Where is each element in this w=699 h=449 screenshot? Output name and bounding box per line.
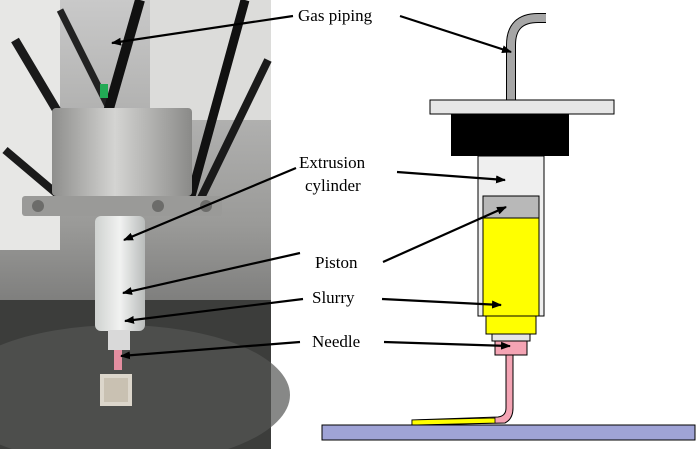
- needle-tube: [411, 354, 514, 426]
- arrow-extrusion-photo: [123, 166, 297, 242]
- label-needle: Needle: [312, 332, 360, 351]
- needle-hub: [494, 340, 528, 356]
- label-extrusion-line1: Extrusion: [299, 153, 366, 172]
- arrow-gas-photo: [111, 14, 294, 46]
- arrows: [111, 14, 512, 360]
- syringe-schematic: [321, 13, 696, 441]
- arrow-piston-photo: [122, 251, 301, 295]
- lower-barrel: [485, 315, 537, 335]
- label-slurry: Slurry: [312, 288, 355, 307]
- arrow-slurry-photo: [124, 297, 304, 324]
- arrow-gas-schematic: [399, 14, 512, 54]
- arrow-extrusion-schematic: [396, 170, 506, 184]
- base-plate: [321, 424, 696, 441]
- top-flange: [429, 99, 615, 115]
- arrow-needle-photo: [120, 340, 301, 360]
- arrow-slurry-schematic: [381, 297, 502, 309]
- barrel-tip: [491, 333, 531, 342]
- label-gas-piping: Gas piping: [298, 6, 373, 25]
- label-piston: Piston: [315, 253, 358, 272]
- arrow-needle-schematic: [383, 340, 511, 350]
- arrow-piston-schematic: [382, 205, 507, 264]
- slurry-fill: [482, 217, 540, 317]
- printed-line: [411, 417, 496, 426]
- printer-photo: [0, 0, 290, 449]
- black-cap: [451, 114, 569, 156]
- label-extrusion-line2: cylinder: [305, 176, 361, 195]
